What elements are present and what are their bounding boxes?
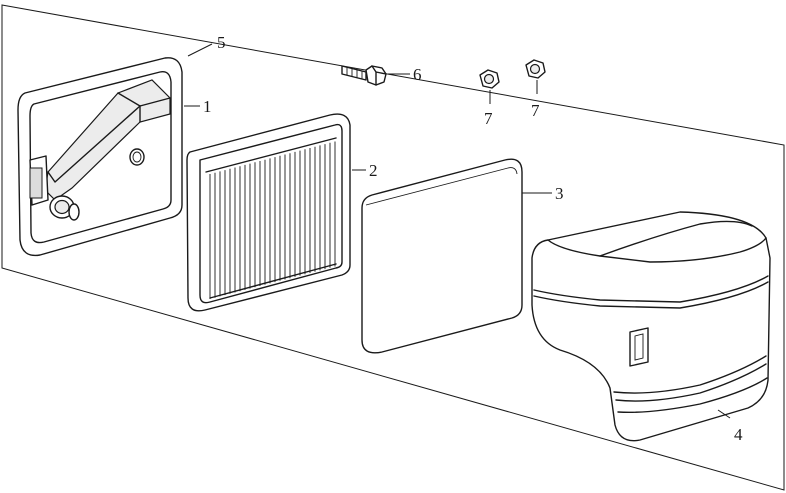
air-cleaner-base xyxy=(17,57,183,257)
callout-2: 2 xyxy=(369,161,378,180)
callout-3: 3 xyxy=(555,184,564,203)
foam-pre-filter xyxy=(361,158,523,354)
callout-6: 6 xyxy=(413,65,422,84)
pleated-filter-element xyxy=(186,113,351,312)
callout-4: 4 xyxy=(734,425,743,444)
air-cleaner-cover xyxy=(531,211,771,442)
callout-5: 5 xyxy=(217,33,226,52)
callout-leaders xyxy=(184,43,731,419)
filter-pleats xyxy=(209,141,336,299)
callout-1: 1 xyxy=(203,97,212,116)
nut-1 xyxy=(479,69,500,89)
nut-2 xyxy=(525,59,546,79)
callout-7-right: 7 xyxy=(531,101,540,120)
bolt xyxy=(341,65,387,86)
callout-7-left: 7 xyxy=(484,109,493,128)
callout-labels: 1 2 3 4 5 6 7 7 xyxy=(203,33,743,444)
